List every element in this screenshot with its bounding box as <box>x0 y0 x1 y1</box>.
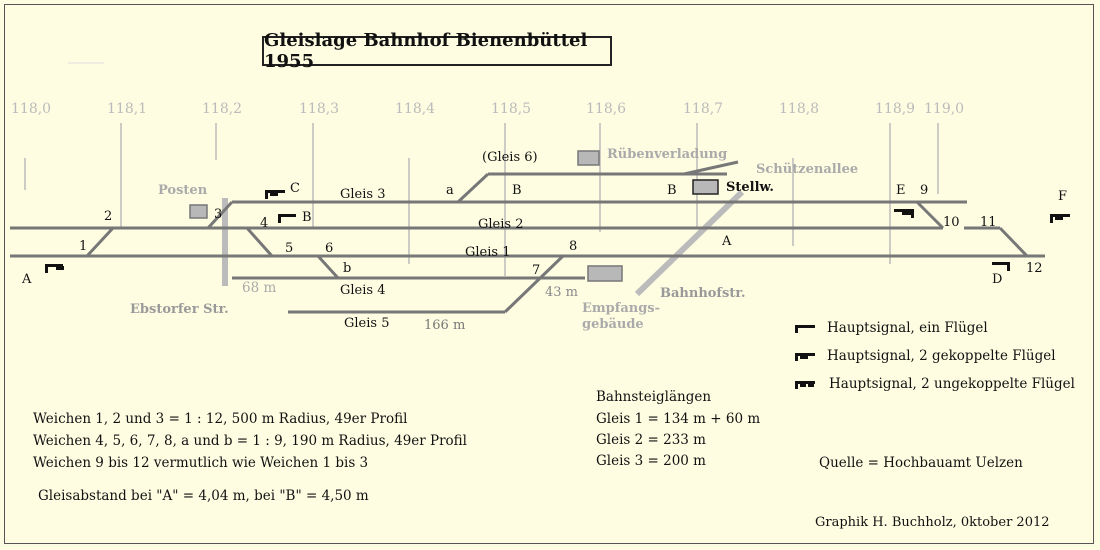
bahnhofstr-label: Bahnhofstr. <box>660 286 746 301</box>
bahnhof-road <box>634 189 745 297</box>
rueben-label: Rübenverladung <box>607 147 728 162</box>
signals <box>45 190 1070 273</box>
spacing-marker-A: A <box>722 234 732 249</box>
km-label: 118,2 <box>202 101 243 117</box>
signal-B-icon <box>278 214 296 223</box>
platform-row: Gleis 3 = 200 m <box>596 453 706 469</box>
posten-label: Posten <box>158 183 208 198</box>
km-label: 118,6 <box>586 101 627 117</box>
switch-number: 12 <box>1026 261 1043 276</box>
switch-number: 8 <box>569 239 578 254</box>
signal-E-icon <box>894 209 914 218</box>
switch-3 <box>206 200 234 230</box>
switch-6-b <box>316 254 340 280</box>
platform-row: Gleis 2 = 233 m <box>596 432 706 448</box>
track-gleis6-stub <box>683 160 739 176</box>
signal-F-icon <box>1050 214 1070 223</box>
switch-number: a <box>446 183 454 198</box>
platform-heading: Bahnsteiglängen <box>596 389 712 405</box>
km-label: 118,9 <box>875 101 916 117</box>
legend-one-wing-icon <box>795 325 815 333</box>
switch-a <box>456 172 490 204</box>
page-title: Gleislage Bahnhof Bienenbüttel 1955 <box>262 30 612 72</box>
empfang-label: Empfangs- <box>582 301 661 316</box>
km-label: 118,5 <box>491 101 532 117</box>
ebstorfer-label: Ebstorfer Str. <box>130 302 229 317</box>
switch-number: 1 <box>79 239 88 254</box>
spacing-marker-B: B <box>512 183 522 198</box>
km-label: 118,1 <box>107 101 148 117</box>
switch-number: 7 <box>532 263 541 278</box>
switch-number: 11 <box>980 215 997 230</box>
distance-gleis4: 68 m <box>242 280 277 296</box>
gleis2-label: Gleis 2 <box>478 217 524 232</box>
spacing-note: Gleisabstand bei "A" = 4,04 m, bei "B" =… <box>38 488 369 504</box>
km-label: 118,3 <box>299 101 340 117</box>
legend-uncoupled-wings-icon <box>795 381 815 389</box>
switch-7-8 <box>503 254 565 314</box>
switch-number: 2 <box>104 209 113 224</box>
credit-note: Graphik H. Buchholz, 0ktober 2012 <box>815 515 1050 530</box>
switch-1-2 <box>85 226 115 258</box>
switch-number: 3 <box>214 207 223 222</box>
posten-building <box>189 204 208 219</box>
legend-coupled-wings-icon <box>795 353 815 361</box>
km-label: 118,4 <box>395 101 436 117</box>
gleis3-label: Gleis 3 <box>340 187 386 202</box>
signal-D-icon <box>992 262 1010 271</box>
switch-number: 9 <box>920 183 929 198</box>
stellwerk-building <box>692 179 719 195</box>
gleis4-label: Gleis 4 <box>340 283 386 298</box>
source-note: Quelle = Hochbauamt Uelzen <box>819 455 1023 471</box>
signal-label-B: B <box>302 210 312 225</box>
diagram-frame <box>4 4 1094 544</box>
empfang-label: gebäude <box>582 317 644 332</box>
note-line: Weichen 4, 5, 6, 7, 8, a und b = 1 : 9, … <box>33 433 467 449</box>
signal-label-F: F <box>1058 189 1068 204</box>
switch-number: 6 <box>325 241 334 256</box>
note-line: Weichen 9 bis 12 vermutlich wie Weichen … <box>33 455 369 471</box>
km-label: 118,7 <box>683 101 724 117</box>
legend-item: Hauptsignal, 2 ungekoppelte Flügel <box>829 376 1075 392</box>
switch-11-12 <box>998 226 1029 258</box>
distance-gleis7: 43 m <box>545 285 579 300</box>
switch-number: 10 <box>943 215 960 230</box>
switch-number: 5 <box>285 241 294 256</box>
legend-symbols <box>795 325 815 389</box>
switch-number: 4 <box>260 216 269 231</box>
schuetzen-label: Schützenallee <box>756 162 859 177</box>
signal-label-A: A <box>22 272 32 287</box>
tracks <box>10 160 1045 314</box>
stellwerk-label: Stellw. <box>726 180 774 195</box>
gleis1-label: Gleis 1 <box>465 245 511 260</box>
legend-item: Hauptsignal, ein Flügel <box>827 320 988 336</box>
distance-gleis5: 166 m <box>424 318 466 333</box>
empfang-building <box>587 265 623 282</box>
signal-label-D: D <box>992 272 1003 287</box>
switch-4-5 <box>245 227 274 257</box>
km-label: 119,0 <box>924 101 965 117</box>
km-label: 118,8 <box>779 101 820 117</box>
signal-A-icon <box>45 264 64 273</box>
switch-9-10 <box>915 200 945 230</box>
rueben-building <box>577 150 600 166</box>
roads <box>222 189 745 297</box>
signal-C-icon <box>265 190 285 199</box>
spacing-marker-B: B <box>667 183 677 198</box>
legend-item: Hauptsignal, 2 gekoppelte Flügel <box>827 348 1056 364</box>
buildings <box>189 150 719 282</box>
gleis5-label: Gleis 5 <box>344 316 390 331</box>
note-line: Weichen 1, 2 und 3 = 1 : 12, 500 m Radiu… <box>33 411 408 427</box>
gleis6-label: (Gleis 6) <box>482 150 538 165</box>
signal-label-C: C <box>290 181 300 196</box>
signal-label-E: E <box>896 183 906 198</box>
km-label: 118,0 <box>11 101 52 117</box>
platform-row: Gleis 1 = 134 m + 60 m <box>596 411 761 427</box>
switch-number: b <box>343 261 352 276</box>
